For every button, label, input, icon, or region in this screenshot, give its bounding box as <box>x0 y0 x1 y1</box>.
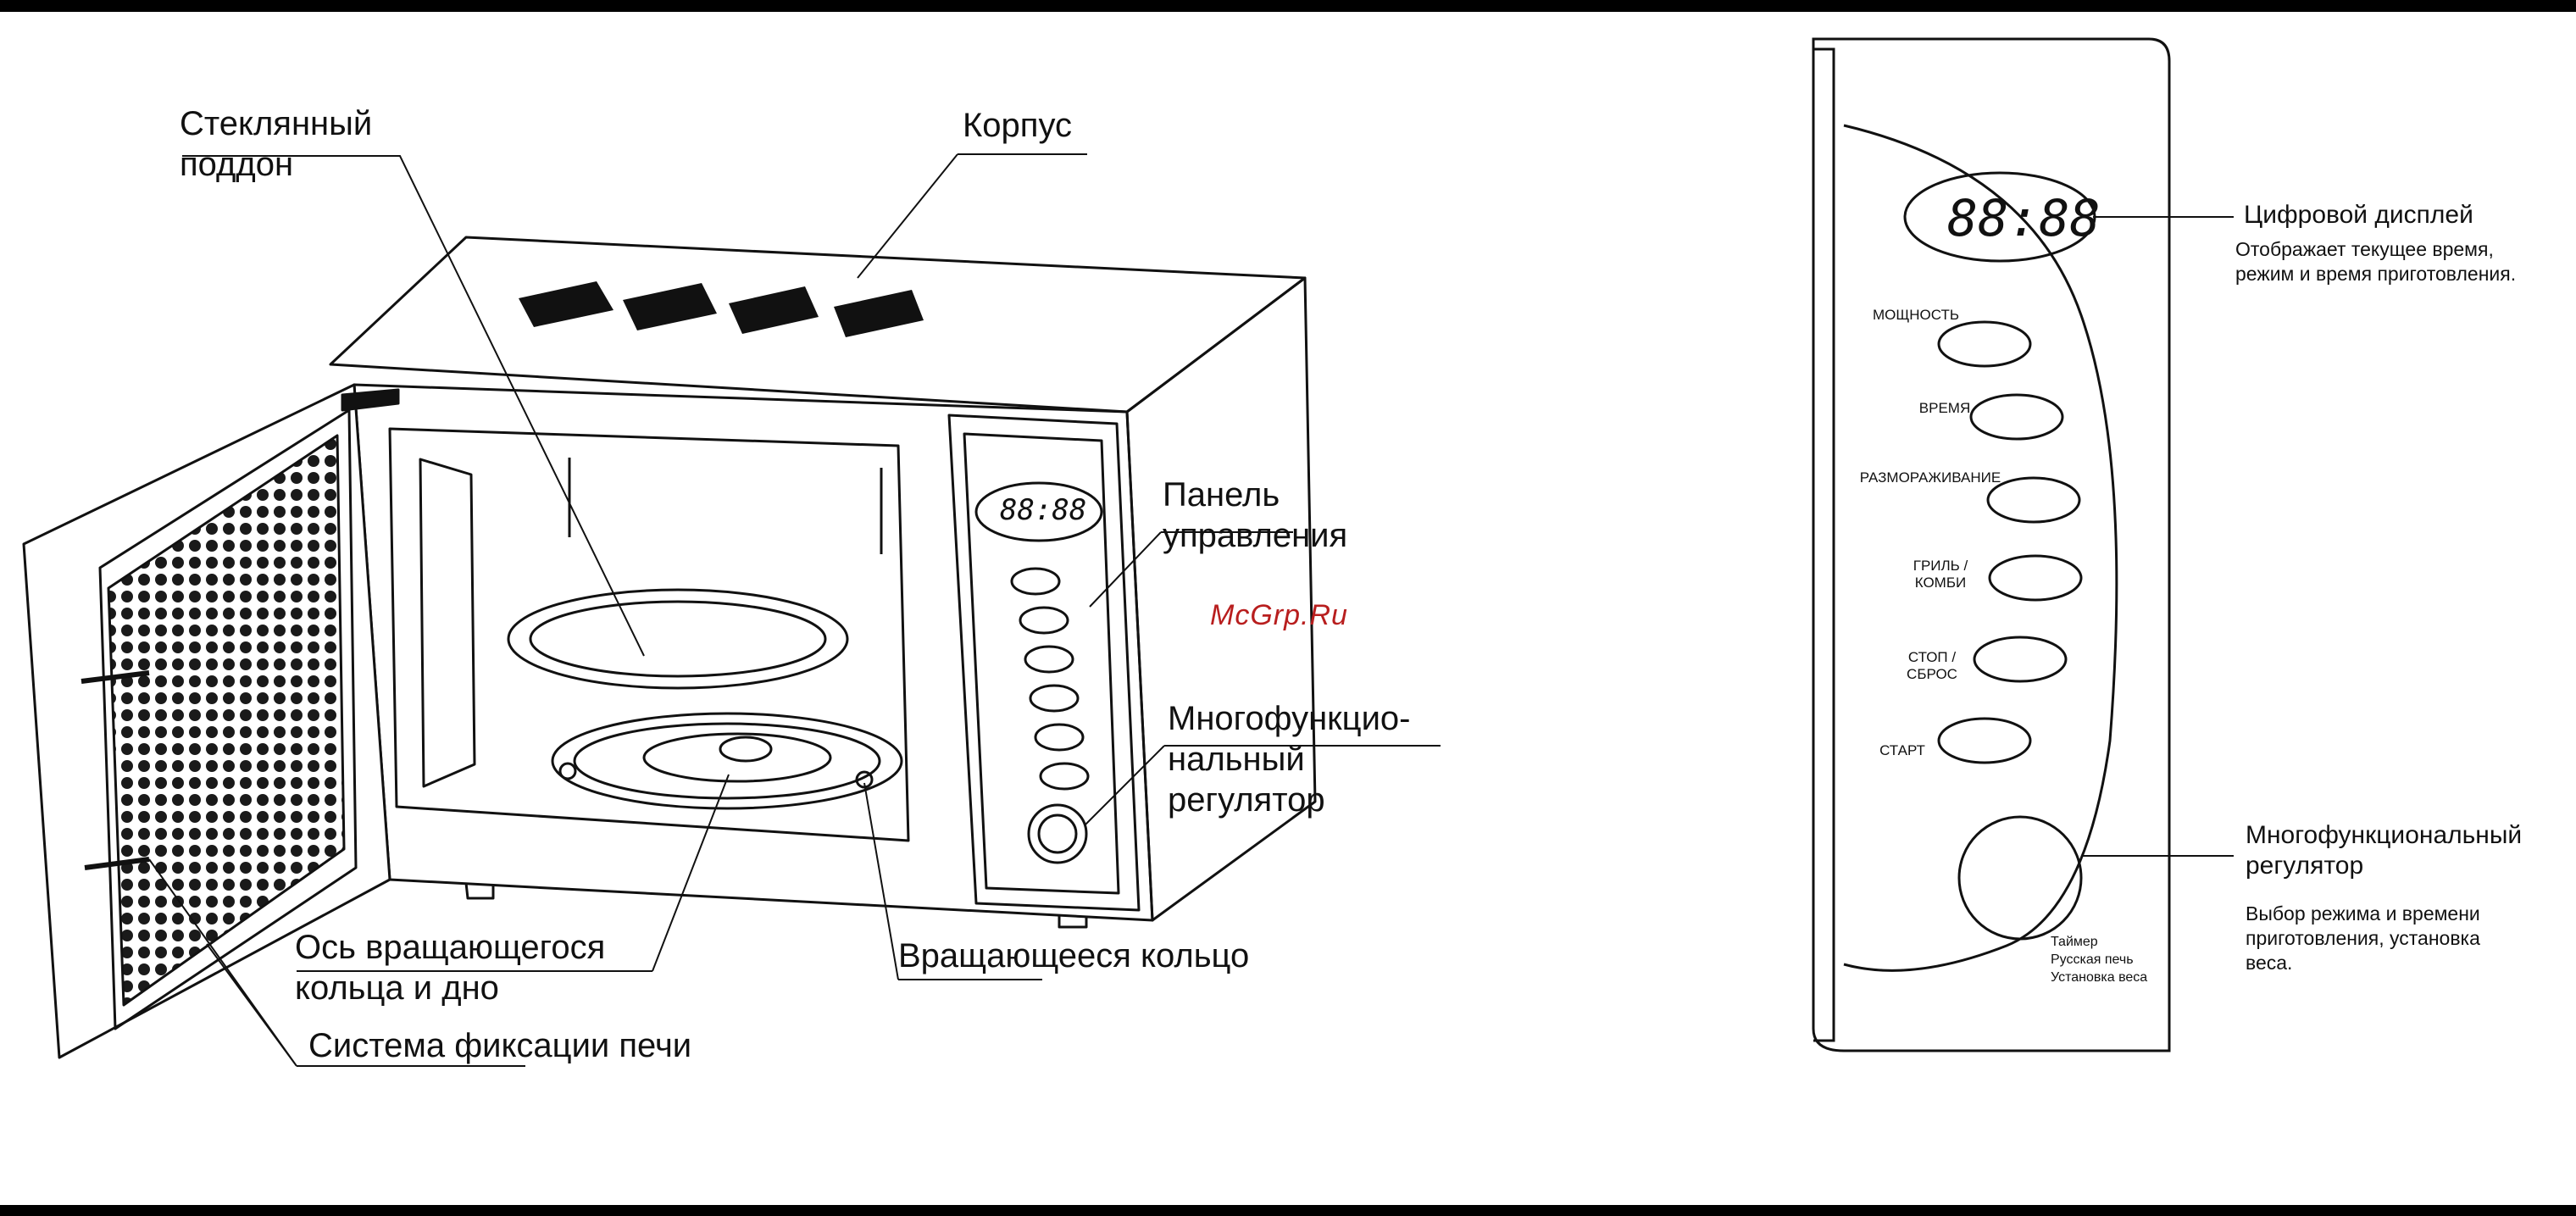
button-label-stop-reset: СТОП / СБРОС <box>1907 649 1957 683</box>
cabinet-top <box>329 236 1307 414</box>
microwave-diagram <box>22 37 2234 1067</box>
knob-description: Выбор режима и времени приготовления, ус… <box>2246 902 2480 974</box>
button-label-start: СТАРТ <box>1879 742 1925 758</box>
label-rotating-ring: Вращающееся кольцо <box>898 937 1250 974</box>
label-body: Корпус <box>963 107 1073 144</box>
knob-mode-timer: Таймер <box>2051 935 2098 949</box>
label-axis-line1: Ось вращающегося <box>295 929 606 966</box>
label-control-panel-line2: управления <box>1163 517 1348 554</box>
button-label-grill-combi: ГРИЛЬ / КОМБИ <box>1913 558 1968 591</box>
manual-sheet: Стеклянный поддон Корпус Панель управлен… <box>0 12 2576 1205</box>
knob-title: Многофункциональный регулятор <box>2246 821 2523 880</box>
knob-mode-russian-oven: Русская печь <box>2051 952 2134 967</box>
display-digits: 88:88 <box>1947 189 2101 248</box>
panel-closeup <box>1812 37 2171 1052</box>
oven-cavity <box>388 427 910 842</box>
button-label-defrost: РАЗМОРАЖИВАНИЕ <box>1859 469 2001 486</box>
button-label-power: МОЩНОСТЬ <box>1872 307 1960 323</box>
label-glass-tray-line1: Стеклянный <box>180 105 373 142</box>
label-control-panel: Панель управления <box>1163 475 1347 556</box>
label-control-panel-line1: Панель <box>1163 476 1280 514</box>
label-multi-knob-line2: нальный <box>1168 741 1305 778</box>
label-axis-line2: кольца и дно <box>295 969 499 1007</box>
label-lock-system: Система фиксации печи <box>308 1027 692 1064</box>
button-label-time: ВРЕМЯ <box>1918 400 1971 416</box>
label-multi-knob-line3: регулятор <box>1168 781 1325 819</box>
label-glass-tray-line2: поддон <box>180 146 294 183</box>
label-glass-tray: Стеклянный поддон <box>180 103 372 185</box>
knob-mode-weight: Установка веса <box>2051 969 2148 985</box>
top-vents <box>519 281 924 337</box>
panel-knob <box>1957 815 2083 941</box>
display-title: Цифровой дисплей <box>2244 201 2473 229</box>
display-description: Отображает текущее время, режим и время … <box>2235 238 2517 285</box>
leader-lines <box>148 153 1441 1067</box>
knob-modes: Таймер Русская печь Установка веса <box>2051 934 2147 986</box>
rotating-ring <box>551 712 903 810</box>
label-multi-knob-line1: Многофункцио- <box>1168 700 1411 737</box>
mini-display-digits: 88:88 <box>1000 493 1087 527</box>
door-mesh <box>107 434 346 1007</box>
label-axis: Ось вращающегося кольца и дно <box>295 927 605 1008</box>
watermark: McGrp.Ru <box>1210 599 1348 631</box>
glass-tray <box>507 588 849 690</box>
label-multi-knob: Многофункцио- нальный регулятор <box>1168 698 1410 820</box>
mini-buttons <box>1010 567 1090 791</box>
control-panel-column <box>947 414 1141 912</box>
